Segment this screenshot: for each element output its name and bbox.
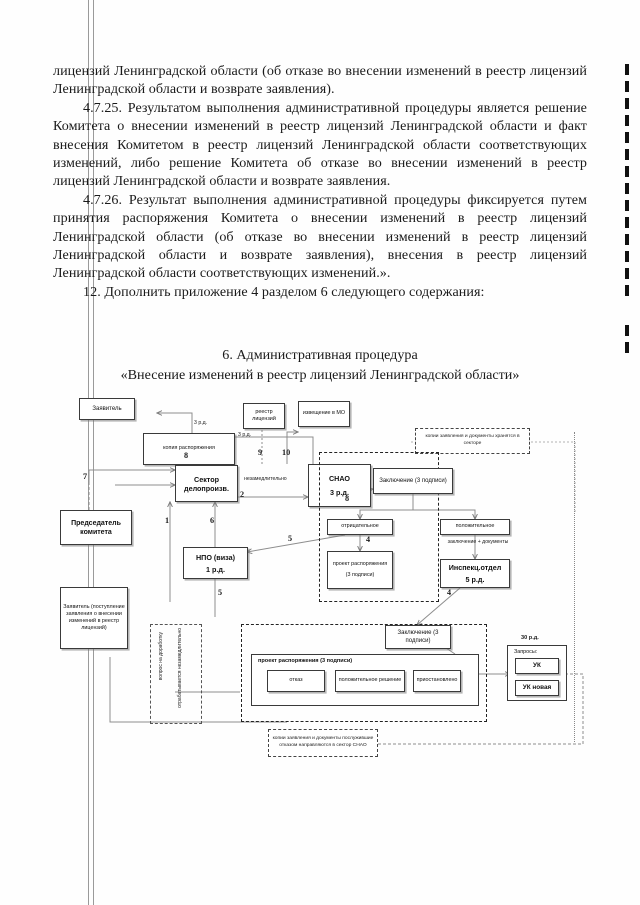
node-negative-label: отрицательное <box>341 523 379 530</box>
region-vertical-notes <box>150 624 202 724</box>
node-conclusion-top-label: Заключение (3 подписи) <box>379 478 447 484</box>
scan-margin-line-left-2 <box>93 0 94 905</box>
node-snao-days: 3 р.д. <box>330 488 349 497</box>
node-refusal-label: отказ <box>289 677 303 684</box>
node-inspection-name: Инспекц.отдел <box>448 563 502 572</box>
node-npo[interactable]: НПО (виза) 1 р.д. <box>183 547 248 579</box>
edge-number-4b: 4 <box>447 588 452 597</box>
node-conclusion-bottom-label: Заключение (3 подписи) <box>397 630 439 644</box>
node-draft-order-mid-sub: (3 подписи) <box>345 572 375 578</box>
node-registry-label: реестр лицензий <box>252 408 276 422</box>
vertical-label-rework: вопрос на доработку <box>158 632 164 681</box>
node-draft-order-mid-label: проект распоряжения <box>332 560 388 567</box>
margin-marks-upper <box>625 64 632 302</box>
node-conclusion-bottom[interactable]: Заключение (3 подписи) <box>385 625 451 649</box>
edge-label-days-3-mid: 3 р.д. <box>238 432 252 438</box>
node-negative[interactable]: отрицательное <box>327 519 393 535</box>
node-applicant-bottom-label: Заявитель (поступление заявления о внесе… <box>63 603 125 632</box>
edge-number-5b: 5 <box>218 588 223 597</box>
note-copies-refusal: копии заявления и документы послужившие … <box>268 729 378 757</box>
node-copy-order[interactable]: копия распоряжения <box>143 433 235 465</box>
node-chairman-label: Председатель комитета <box>71 519 121 536</box>
paragraph-1: 4.7.25. Результатом выполнения администр… <box>53 99 587 190</box>
node-npo-days: 1 р.д. <box>206 564 225 574</box>
node-copy-order-label: копия распоряжения <box>163 445 215 452</box>
section-heading-line2: «Внесение изменений в реестр лицензий Ле… <box>120 367 520 383</box>
node-suspended[interactable]: приостановлено <box>413 670 461 692</box>
node-refusal[interactable]: отказ <box>267 670 325 692</box>
edge-number-10: 10 <box>282 448 291 457</box>
paragraph-2: 4.7.26. Результат выполнения администрат… <box>53 191 587 282</box>
region-conclusion-branch <box>319 452 439 602</box>
node-draft-order-mid[interactable]: проект распоряжения (3 подписи) <box>327 551 393 589</box>
node-uk[interactable]: УК <box>515 658 559 674</box>
edge-number-5a: 5 <box>288 534 293 543</box>
node-positive-decision-label: положительное решение <box>338 677 402 684</box>
node-conclusion-top[interactable]: Заключение (3 подписи) <box>373 468 453 494</box>
region-right-return-path <box>574 432 575 742</box>
edge-number-6: 6 <box>210 516 215 525</box>
node-chairman[interactable]: Председатель комитета <box>60 510 132 545</box>
node-sector-label: Сектор делопроизв. <box>184 474 229 493</box>
node-uk-new-label: УК новая <box>522 684 552 692</box>
section-heading-line1: 6. Административная процедура <box>222 347 418 363</box>
edge-number-1: 1 <box>165 516 170 525</box>
edge-label-days-3-top: 3 р.д. <box>194 420 208 426</box>
edge-number-8a: 8 <box>184 451 189 460</box>
node-sector[interactable]: Сектор делопроизв. <box>175 465 238 502</box>
node-applicant-top-label: Заявитель <box>92 406 122 412</box>
node-draft-order-big-label: проект распоряжения (3 подписи) <box>258 658 353 664</box>
paragraph-0: лицензий Ленинградской области (об отказ… <box>53 63 587 98</box>
edge-number-4a: 4 <box>366 535 371 544</box>
node-inspection-days: 5 р.д. <box>465 575 485 584</box>
node-positive-label: положительное <box>455 523 495 530</box>
scan-margin-line-left <box>88 0 89 905</box>
edge-number-2: 2 <box>240 490 245 499</box>
node-inspection[interactable]: Инспекц.отдел 5 р.д. <box>440 559 510 588</box>
edge-label-conclusion-docs: заключение + документы <box>447 539 509 545</box>
note-copies-refusal-label: копии заявления и документы послужившие … <box>272 736 374 748</box>
edge-label-days-30: 30 р.д. <box>521 635 539 641</box>
note-copies-stored-label: копии заявления и документы хранятся в с… <box>425 434 520 446</box>
node-uk-label: УК <box>533 662 541 670</box>
node-applicant-bottom[interactable]: Заявитель (поступление заявления о внесе… <box>60 587 128 649</box>
node-snao-name: СНАО <box>328 474 351 483</box>
node-npo-name: НПО (виза) <box>195 552 236 562</box>
node-notice-mo-label: извещение в МО <box>302 410 346 417</box>
node-snao[interactable]: СНАО 3 р.д. <box>308 464 371 507</box>
region-draft-order-branch <box>241 624 487 722</box>
node-applicant-top[interactable]: Заявитель <box>79 398 135 420</box>
node-positive-decision[interactable]: положительное решение <box>335 670 405 692</box>
panel-requests-title: Запросы: <box>514 649 538 655</box>
edge-number-8b: 8 <box>345 494 350 503</box>
margin-marks-lower <box>625 325 632 359</box>
edge-number-7: 7 <box>83 472 88 481</box>
edge-label-immediately: незамедлительно <box>244 476 287 482</box>
note-copies-stored: копии заявления и документы хранятся в с… <box>415 428 530 454</box>
node-suspended-label: приостановлено <box>416 677 458 684</box>
vertical-label-immediate: отрабатывается незамедлительно <box>177 628 183 708</box>
node-notice-mo[interactable]: извещение в МО <box>298 401 350 427</box>
node-registry[interactable]: реестр лицензий <box>243 403 285 429</box>
paragraph-3: 12. Дополнить приложение 4 разделом 6 сл… <box>83 283 485 300</box>
edge-number-9: 9 <box>258 448 263 457</box>
node-positive[interactable]: положительное <box>440 519 510 535</box>
process-flowchart: Заявитель копия распоряжения реестр лице… <box>55 392 600 782</box>
body-text: лицензий Ленинградской области (об отказ… <box>53 62 587 301</box>
node-uk-new[interactable]: УК новая <box>515 680 559 696</box>
